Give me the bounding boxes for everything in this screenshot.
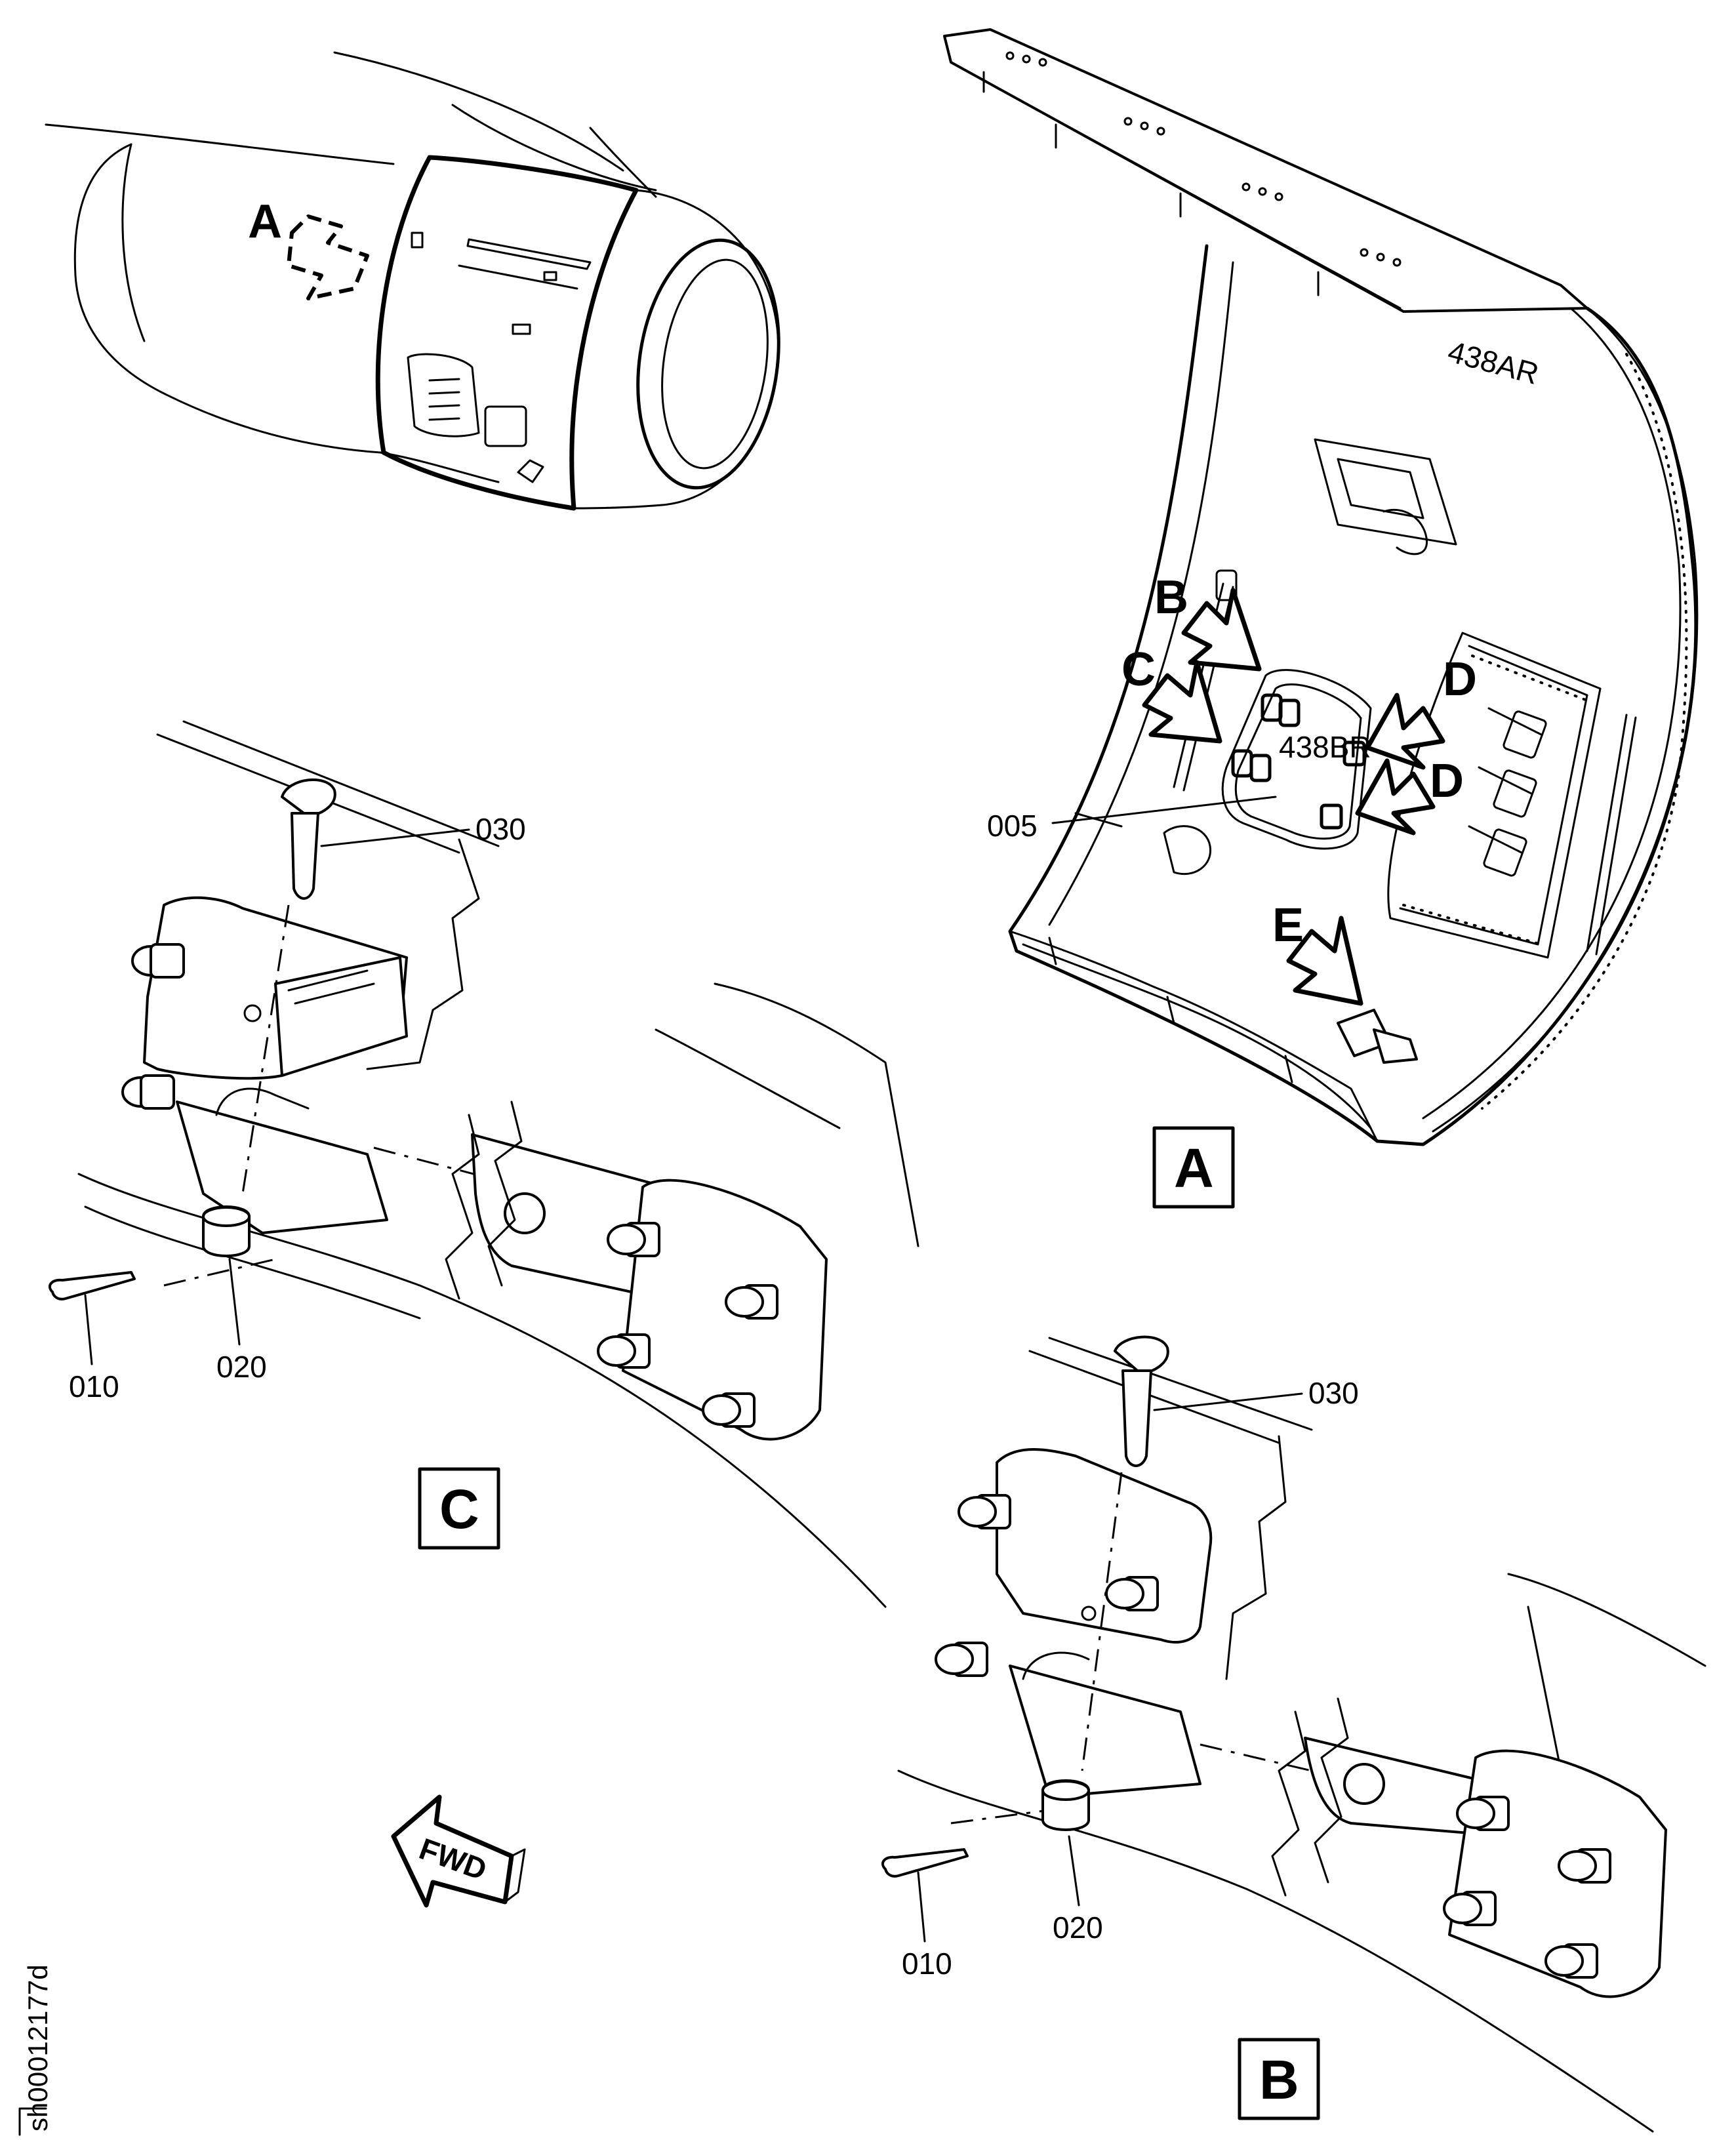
- view-b-locator-arrow: [1181, 588, 1262, 672]
- view-a-box-label: A: [1174, 1137, 1214, 1199]
- view-a-cowl-door: 438AR 438BR B C: [943, 28, 1699, 1209]
- view-a-pointer-label: A: [248, 195, 282, 248]
- sheet-identifier: sh00012177d: [18, 1964, 53, 2136]
- arrow-d1-label: D: [1443, 653, 1477, 706]
- callout-005: 005: [987, 809, 1038, 843]
- panel-438br-label: 438BR: [1279, 730, 1371, 764]
- arrow-b-label: B: [1154, 571, 1188, 624]
- arrow-c-label: C: [1121, 643, 1156, 696]
- engine-nacelle-view: A: [45, 51, 780, 511]
- view-b-callout-030: 030: [1308, 1376, 1359, 1410]
- view-b-box-label: B: [1259, 2049, 1299, 2110]
- panel-438ar-label: 438AR: [1444, 334, 1542, 391]
- view-d-locator-arrow-lower: [1355, 758, 1436, 836]
- view-b-hinge: 030 020 010 B: [881, 1335, 1706, 2133]
- view-c-box-label: C: [439, 1478, 479, 1540]
- view-c-callout-030: 030: [475, 812, 526, 846]
- view-d-locator-arrow-upper: [1365, 693, 1445, 770]
- view-c-hinge: 030 020 010 C: [49, 720, 919, 1608]
- view-c-locator-arrow: [1142, 660, 1222, 744]
- view-c-callout-020: 020: [216, 1350, 267, 1384]
- arrow-e-label: E: [1272, 899, 1304, 952]
- view-e-locator-arrow: [1286, 916, 1363, 1006]
- sheet-id-label: sh00012177d: [22, 1964, 53, 2131]
- view-a-pointer-arrow: [287, 214, 369, 300]
- arrow-d2-label: D: [1430, 755, 1464, 807]
- forward-direction-indicator: FWD: [391, 1794, 526, 1908]
- view-c-callout-010: 010: [69, 1369, 119, 1403]
- view-b-callout-010: 010: [902, 1947, 952, 1981]
- view-b-callout-020: 020: [1053, 1910, 1103, 1945]
